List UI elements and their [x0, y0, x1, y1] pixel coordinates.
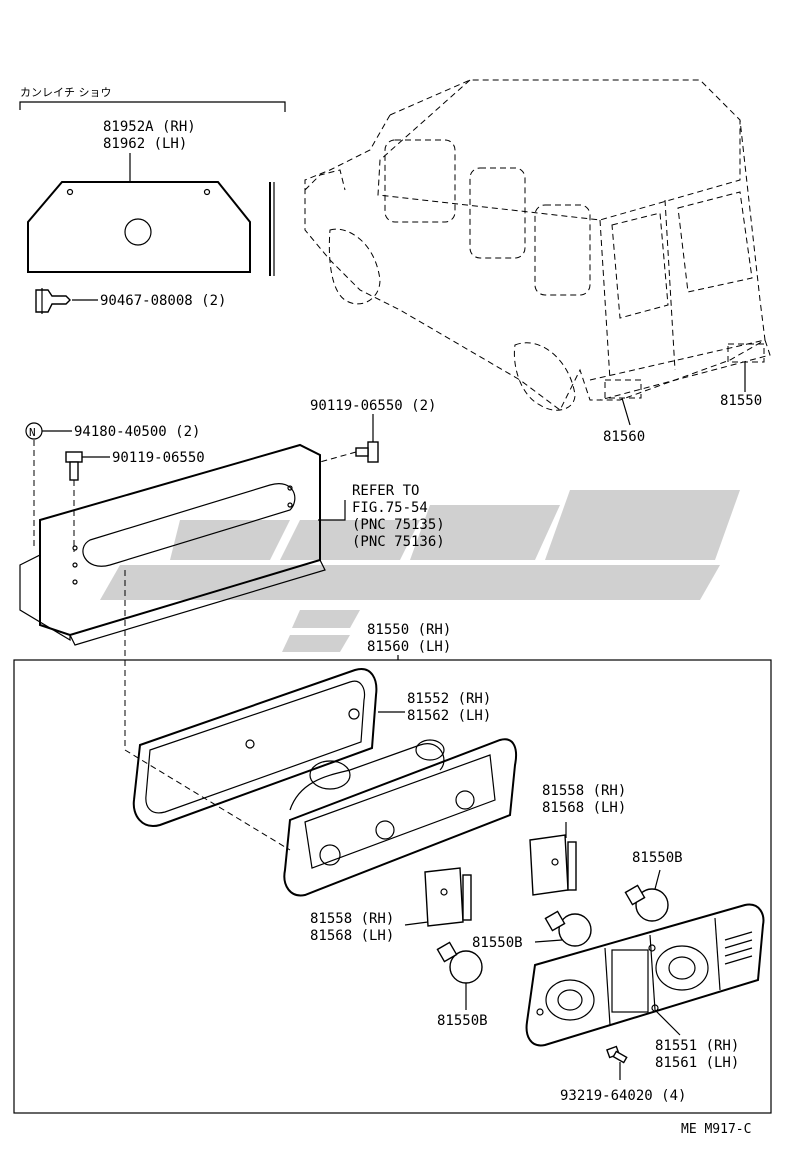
- bracket-section: N 94180-40500 (2) 90119-06550 90119-0655…: [19, 398, 445, 646]
- label-van-left: 81560: [603, 429, 645, 445]
- label-screw: 93219-64020 (4): [560, 1088, 686, 1104]
- label-cover-rh: 81952A (RH): [103, 119, 196, 135]
- label-gasket-lh: 81562 (LH): [407, 708, 491, 724]
- van-lamp-right: [727, 343, 765, 363]
- bolt-b-icon: [355, 441, 379, 463]
- label-nut: 94180-40500 (2): [74, 424, 200, 440]
- van-outline: 81560 81550: [304, 79, 771, 445]
- van-lamp-left: [604, 379, 642, 399]
- label-socket-upper-rh: 81558 (RH): [542, 783, 626, 799]
- bolt-a-icon: [65, 451, 83, 481]
- label-assy-rh: 81550 (RH): [367, 622, 451, 638]
- label-assy-lh: 81560 (LH): [367, 639, 451, 655]
- lamp-bracket: [19, 443, 326, 646]
- label-lens-rh: 81551 (RH): [655, 1038, 739, 1054]
- bulb-mid-icon: [544, 910, 592, 947]
- label-bolt-a: 90119-06550: [112, 450, 205, 466]
- label-refer-1: REFER TO: [352, 483, 419, 499]
- clip-icon: [35, 288, 71, 314]
- socket-upper: [529, 834, 577, 896]
- label-refer-3: (PNC 75135): [352, 517, 445, 533]
- label-bulb-right: 81550B: [632, 850, 683, 866]
- cold-region-section: カンレイチ ショウ 81952A (RH) 81962 (LH) 90467-0…: [19, 86, 286, 314]
- assembly-frame: [13, 659, 772, 1114]
- bulb-right-icon: [624, 884, 669, 922]
- label-clip: 90467-08008 (2): [100, 293, 226, 309]
- screw-icon: [606, 1045, 628, 1064]
- gasket: [132, 668, 378, 827]
- nut-symbol: N: [29, 426, 36, 439]
- cover-hole: [124, 218, 152, 246]
- label-bulb-mid: 81550B: [472, 935, 523, 951]
- label-van-right: 81550: [720, 393, 762, 409]
- label-socket-lower-lh: 81568 (LH): [310, 928, 394, 944]
- note-kanji: カンレイチ ショウ: [20, 86, 112, 99]
- label-socket-upper-lh: 81568 (LH): [542, 800, 626, 816]
- label-refer-4: (PNC 75136): [352, 534, 445, 550]
- lamp-assembly-section: 81550 (RH) 81560 (LH) 81552 (RH) 81562 (…: [13, 570, 772, 1114]
- label-gasket-rh: 81552 (RH): [407, 691, 491, 707]
- label-lens-lh: 81561 (LH): [655, 1055, 739, 1071]
- cover-plate: [27, 181, 251, 273]
- socket-lower: [424, 867, 472, 927]
- label-refer-2: FIG.75-54: [352, 500, 428, 516]
- label-bolt-b: 90119-06550 (2): [310, 398, 436, 414]
- label-socket-lower-rh: 81558 (RH): [310, 911, 394, 927]
- lamp-lens: [525, 903, 765, 1047]
- bulb-bottom-icon: [436, 941, 483, 984]
- label-cover-lh: 81962 (LH): [103, 136, 187, 152]
- footer-code: ME M917-C: [681, 1122, 751, 1137]
- label-bulb-bottom: 81550B: [437, 1013, 488, 1029]
- lamp-housing: [283, 738, 518, 897]
